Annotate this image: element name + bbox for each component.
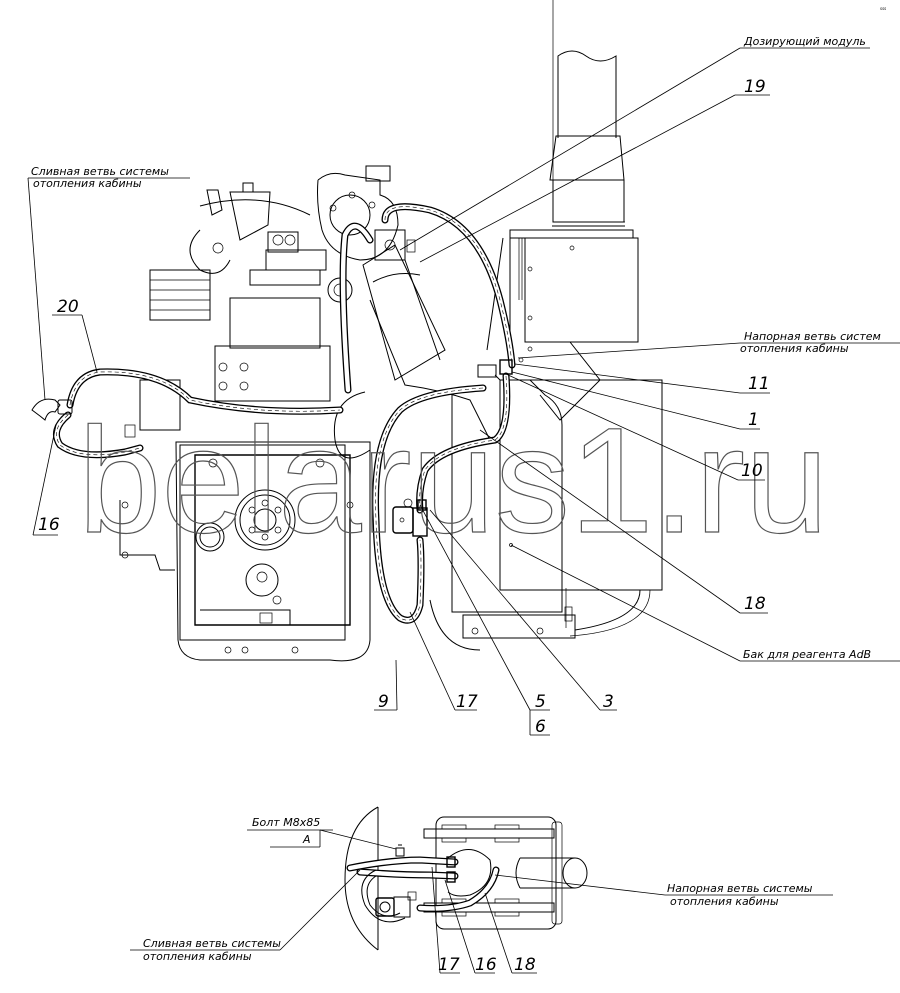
label-pressure-line-2: отопления кабины bbox=[740, 342, 849, 355]
hose-9 bbox=[372, 384, 487, 624]
label-pressure-line-1: Напорная ветвь систем bbox=[744, 330, 881, 343]
turbocharger bbox=[317, 165, 399, 303]
position-3: 3 bbox=[603, 692, 614, 712]
position-16: 16 bbox=[38, 515, 60, 535]
engine-top bbox=[124, 182, 331, 438]
scr-mixer-pipe bbox=[333, 229, 491, 459]
label-drain-line-2: отопления кабины bbox=[33, 177, 142, 190]
label-drain-line-1: Сливная ветвь системы bbox=[31, 165, 169, 178]
position-1: 1 bbox=[748, 410, 759, 430]
label-detail-drain-line-2: отопления кабины bbox=[143, 950, 252, 963]
engine-block bbox=[119, 441, 371, 662]
corner-mark: sss bbox=[880, 6, 886, 11]
main-view-callouts: Дозирующий модуль 19 Сливная ветвь систе… bbox=[27, 35, 900, 737]
hose-20 bbox=[66, 368, 344, 415]
detail-position-16: 16 bbox=[475, 955, 497, 975]
label-detail-drain-line-1: Сливная ветвь системы bbox=[143, 937, 281, 950]
watermark: belarus1.ru bbox=[78, 396, 828, 564]
position-5: 5 bbox=[535, 692, 546, 712]
detail-view-a: Болт М8х85 А Напорная ветвь системы отоп… bbox=[130, 806, 833, 975]
reagent-tank bbox=[429, 374, 663, 651]
main-assembly-view: belarus1.ru Дозирующий модуль 19 Сливная… bbox=[27, 0, 900, 737]
label-detail-pressure-line-1: Напорная ветвь системы bbox=[667, 882, 813, 895]
position-20: 20 bbox=[57, 297, 79, 317]
position-10: 10 bbox=[741, 461, 763, 481]
label-detail-pressure-line-2: отопления кабины bbox=[670, 895, 779, 908]
valve-assembly bbox=[392, 498, 428, 537]
position-19: 19 bbox=[744, 77, 766, 97]
label-bolt: Болт М8х85 bbox=[252, 816, 320, 829]
position-11: 11 bbox=[748, 374, 770, 394]
detail-view-callouts: Болт М8х85 А Напорная ветвь системы отоп… bbox=[130, 816, 833, 975]
label-reagent-tank: Бак для реагента AdB bbox=[743, 648, 871, 661]
detail-position-17: 17 bbox=[438, 955, 460, 975]
hose-18 bbox=[416, 372, 511, 514]
hose-lines bbox=[52, 203, 516, 624]
hose-19 bbox=[381, 203, 516, 369]
drain-fitting bbox=[31, 398, 73, 421]
hose-return bbox=[339, 222, 374, 394]
fittings-block bbox=[477, 357, 524, 378]
detail-position-18: 18 bbox=[514, 955, 536, 975]
label-dosing-module: Дозирующий модуль bbox=[743, 35, 866, 48]
catalyst-housing bbox=[486, 229, 639, 421]
hose-16 bbox=[52, 411, 144, 459]
position-17: 17 bbox=[456, 692, 478, 712]
position-6: 6 bbox=[535, 717, 546, 737]
exhaust-pipe bbox=[549, 0, 625, 231]
position-9: 9 bbox=[378, 692, 389, 712]
position-18: 18 bbox=[744, 594, 766, 614]
view-letter-a: А bbox=[302, 833, 311, 846]
